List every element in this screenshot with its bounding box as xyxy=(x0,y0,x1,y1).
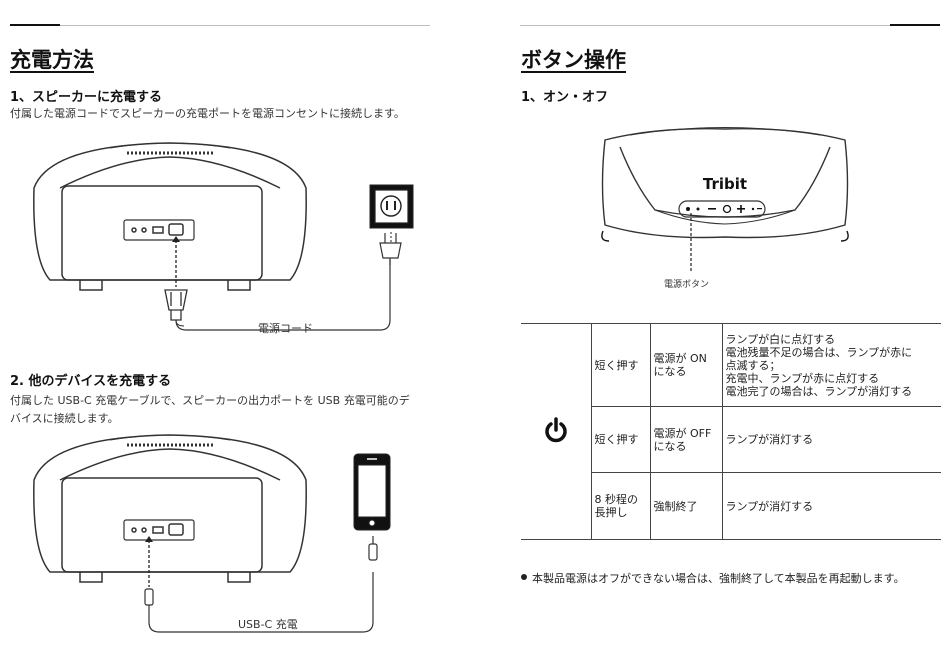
power-plug xyxy=(164,289,188,321)
table-row: 短く押す 電源が ON になる ランプが白に点灯する 電池残量不足の場合は、ラン… xyxy=(521,323,941,540)
lamp-status: ランプが消灯する xyxy=(721,472,941,540)
top-rule-left-accent xyxy=(10,24,60,26)
wall-outlet xyxy=(369,184,414,229)
state: 電源が ON になる xyxy=(649,323,723,407)
lamp-line: 充電中、ランプが赤に点灯する xyxy=(725,371,880,385)
lamp-status: ランプが消灯する xyxy=(721,406,941,473)
state: 強制終了 xyxy=(649,472,723,540)
charging-diagram xyxy=(33,142,414,331)
lamp-line: ランプが白に点灯する xyxy=(725,332,836,346)
power-button-label: 電源ボタン xyxy=(664,280,710,290)
speaker-illustration xyxy=(33,142,307,291)
usb-plug-speaker xyxy=(144,588,154,606)
usb-charging-diagram xyxy=(33,434,391,633)
button-strip xyxy=(686,204,762,214)
press-type: 短く押す xyxy=(590,323,651,407)
bullet-icon xyxy=(521,574,527,580)
wall-plug xyxy=(379,233,402,265)
step1-text: 付属した電源コードでスピーカーの充電ポートを電源コンセントに接続します。 xyxy=(10,107,405,120)
top-rule-right xyxy=(520,25,940,26)
lamp-line: 点滅する； xyxy=(725,358,781,372)
lamp-line: ランプが消灯する xyxy=(725,499,814,513)
cord-label: 電源コード xyxy=(258,322,313,335)
force-restart-note: 本製品電源はオフができない場合は、強制終了して本製品を再起動します。 xyxy=(532,572,905,585)
top-rule-left xyxy=(10,25,430,26)
lamp-line: ランプが消灯する xyxy=(725,433,814,446)
phone-illustration xyxy=(353,453,391,531)
lamp-line: 電池完了の場合は、ランプが消灯する xyxy=(725,384,913,398)
table-row: 8 秒程の長押し 強制終了 ランプが消灯する xyxy=(521,472,941,540)
step1-title: 1、スピーカーに充電する xyxy=(10,90,163,105)
top-rule-right-accent xyxy=(890,24,940,26)
power-icon xyxy=(545,417,567,443)
lamp-status: ランプが白に点灯する 電池残量不足の場合は、ランプが赤に 点滅する； 充電中、ラ… xyxy=(721,323,941,407)
step2-title: 2. 他のデバイスを充電する xyxy=(10,374,172,389)
usb-plug-phone xyxy=(368,536,378,561)
on-off-title: 1、オン・オフ xyxy=(521,90,609,105)
charging-heading: 充電方法 xyxy=(10,48,94,72)
brand-label: Tribit xyxy=(703,175,747,193)
button-operation-heading: ボタン操作 xyxy=(521,48,626,72)
step2-text: 付属した USB-C 充電ケーブルで、スピーカーの出力ポートを USB 充電可能… xyxy=(10,394,410,425)
power-icon-cell xyxy=(521,323,592,540)
press-type: 短く押す xyxy=(590,406,651,473)
power-operations-table: 短く押す 電源が ON になる ランプが白に点灯する 電池残量不足の場合は、ラン… xyxy=(521,323,941,540)
usbc-label: USB-C 充電 xyxy=(238,618,298,631)
state: 電源が OFF になる xyxy=(649,406,723,473)
lamp-line: 電池残量不足の場合は、ランプが赤に xyxy=(725,345,913,359)
table-row: 短く押す 電源が OFF になる ランプが消灯する xyxy=(521,406,941,473)
press-type: 8 秒程の長押し xyxy=(590,472,651,540)
speaker-top-diagram: Tribit xyxy=(601,127,849,273)
speaker-illustration-2 xyxy=(33,434,307,583)
